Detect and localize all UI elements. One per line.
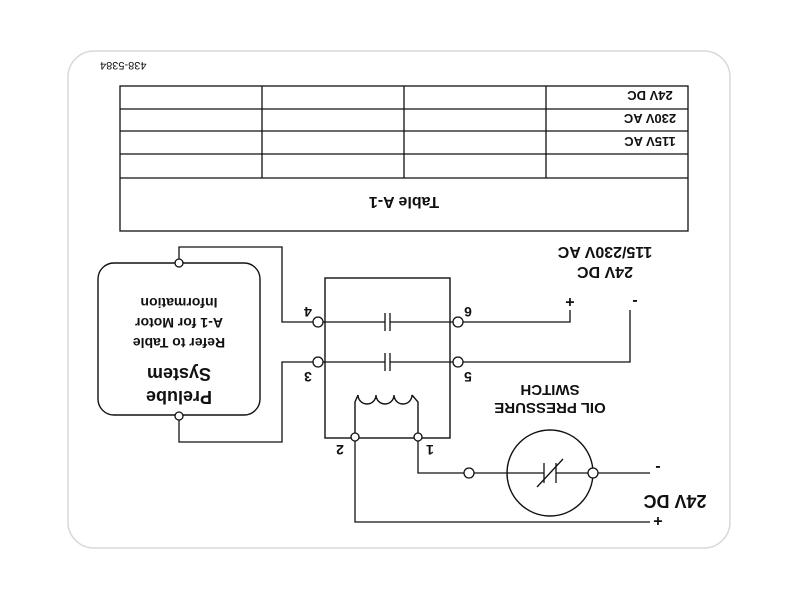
table-cell-r0c0: 24V DC <box>627 88 673 103</box>
table-a1 <box>119 85 689 232</box>
relay-coil <box>357 394 413 405</box>
wiring <box>178 246 650 523</box>
switch-label-2: SWITCH <box>520 381 579 398</box>
terminal-4 <box>312 316 324 328</box>
terminal-5 <box>452 356 464 368</box>
prelube-note-1: Refer to Table <box>133 335 226 351</box>
prelube-note-2: A-1 for Motor <box>135 315 223 331</box>
label-border <box>67 50 731 549</box>
table-title: Table A-1 <box>369 193 439 210</box>
prelube-note-3: Information <box>141 295 218 311</box>
supply-dc-plus: + <box>653 512 662 529</box>
supply-ac-label-2: 24V DC <box>577 263 633 280</box>
prelube-terminal-top <box>174 258 184 268</box>
supply-dc-minus: - <box>655 459 660 476</box>
terminal-1 <box>413 432 423 442</box>
prelube-title-2: System <box>147 364 211 384</box>
terminal-2 <box>350 432 360 442</box>
part-number: 438-5384 <box>100 59 147 71</box>
switch-contact-symbol <box>474 458 588 488</box>
relay-box <box>324 277 451 439</box>
table-cell-r1c0: 230V AC <box>623 111 676 126</box>
terminal-3-label: 3 <box>304 369 312 385</box>
switch-label-1: OIL PRESSURE <box>494 399 605 416</box>
prelube-terminal-bottom <box>174 411 184 421</box>
terminal-6 <box>452 316 464 328</box>
terminal-6-label: 6 <box>464 304 472 320</box>
switch-terminal-left <box>463 467 475 479</box>
supply-ac-plus: + <box>565 293 574 310</box>
switch-terminal-right <box>587 467 599 479</box>
supply-dc-label: 24V DC <box>643 491 706 511</box>
prelube-title-1: Prelube <box>146 387 212 407</box>
relay-contacts <box>321 313 454 371</box>
supply-ac-label-1: 115/230V AC <box>557 243 652 260</box>
terminal-3 <box>312 356 324 368</box>
relay-coil-leads <box>354 394 419 435</box>
terminal-1-label: 1 <box>426 442 434 458</box>
terminal-2-label: 2 <box>336 442 344 458</box>
supply-ac-minus: - <box>632 293 637 310</box>
terminal-4-label: 4 <box>304 304 312 320</box>
table-cell-r2c0: 115V AC <box>624 134 676 149</box>
terminal-5-label: 5 <box>464 369 472 385</box>
